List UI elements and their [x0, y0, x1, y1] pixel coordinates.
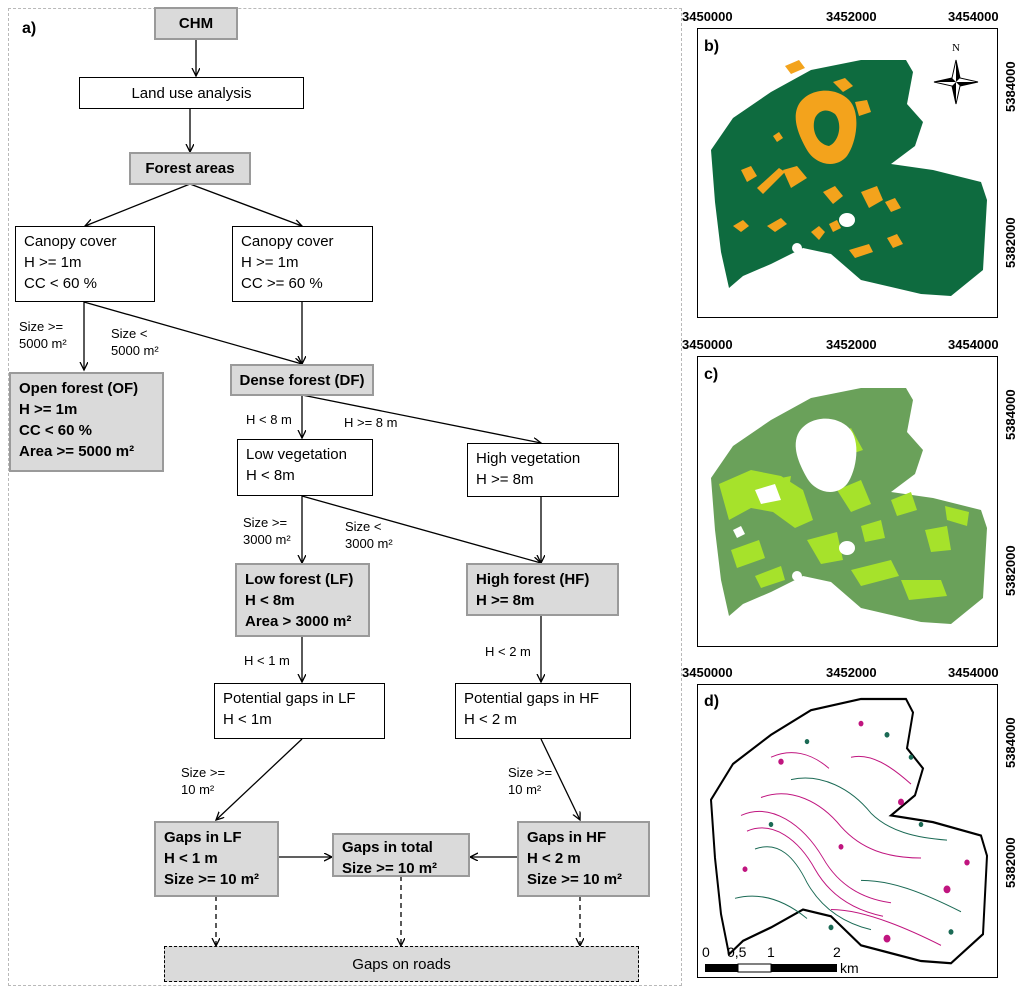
map-b-xtick-1: 3450000 — [682, 9, 733, 24]
north-letter: N — [952, 42, 960, 54]
box-dense-forest: Dense forest (DF) — [230, 364, 374, 396]
box-chm: CHM — [154, 7, 238, 40]
map-d-content — [709, 697, 989, 965]
label-size-ge-5000: Size >= 5000 m² — [19, 319, 67, 351]
arrow-lowveg-highforest — [301, 495, 541, 563]
scale-label-05: 0,5 — [727, 944, 747, 960]
label-h-lt-2: H < 2 m — [485, 644, 531, 659]
north-arrow-icon — [933, 59, 979, 105]
map-b-open-forest-patches — [733, 60, 903, 258]
map-d-outline — [709, 697, 989, 965]
map-d-xtick-1: 3450000 — [682, 665, 733, 680]
panel-a-letter: a) — [22, 20, 37, 37]
map-d-gap-spots — [742, 720, 970, 943]
map-b-content — [711, 60, 987, 296]
map-b-holes — [792, 213, 855, 253]
box-canopy-cover-low: Canopy cover H >= 1m CC < 60 % — [15, 226, 155, 302]
box-potential-gaps-hf: Potential gaps in HF H < 2 m — [455, 683, 631, 739]
arrow-dense-highveg — [301, 394, 541, 443]
box-gaps-lf: Gaps in LF H < 1 m Size >= 10 m² — [154, 821, 279, 897]
box-gaps-total: Gaps in total Size >= 10 m² — [332, 833, 470, 877]
arrow-potgaps-gapshf — [540, 738, 580, 820]
panel-d-letter: d) — [704, 693, 720, 710]
panel-a-frame — [8, 8, 682, 986]
box-low-vegetation: Low vegetation H < 8m — [237, 439, 373, 496]
label-h-lt-1: H < 1 m — [244, 653, 290, 668]
scale-label-0: 0 — [702, 944, 710, 960]
map-d-xtick-2: 3452000 — [826, 665, 877, 680]
map-b-xtick-2: 3452000 — [826, 9, 877, 24]
scale-unit: km — [840, 960, 859, 976]
map-b-xtick-3: 3454000 — [948, 9, 999, 24]
scale-label-1: 1 — [767, 944, 775, 960]
arrow-forest-canopy-right — [189, 183, 302, 226]
label-size-ge-10-right: Size >= 10 m² — [508, 765, 553, 797]
box-high-forest: High forest (HF) H >= 8m — [466, 563, 619, 616]
label-h-ge-8: H >= 8 m — [344, 415, 398, 430]
box-gaps-on-roads: Gaps on roads — [164, 946, 639, 982]
scale-label-2: 2 — [833, 944, 841, 960]
panel-b-letter: b) — [704, 38, 720, 55]
arrow-forest-canopy-left — [85, 183, 191, 226]
box-forest-areas: Forest areas — [129, 152, 251, 185]
label-size-ge-3000: Size >= 3000 m² — [243, 515, 291, 547]
label-size-ge-10-left: Size >= 10 m² — [181, 765, 226, 797]
box-high-vegetation: High vegetation H >= 8m — [467, 443, 619, 497]
label-size-lt-5000: Size < 5000 m² — [111, 326, 159, 358]
box-open-forest: Open forest (OF) H >= 1m CC < 60 % Area … — [9, 372, 164, 472]
panel-c-letter: c) — [704, 366, 719, 383]
arrow-potgaps-gapslf — [216, 738, 303, 820]
map-c-xtick-2: 3452000 — [826, 337, 877, 352]
box-low-forest: Low forest (LF) H < 8m Area > 3000 m² — [235, 563, 370, 637]
box-gaps-hf: Gaps in HF H < 2 m Size >= 10 m² — [517, 821, 650, 897]
map-d-xtick-3: 3454000 — [948, 665, 999, 680]
map-d-gap-lines — [734, 752, 962, 946]
label-size-lt-3000: Size < 3000 m² — [345, 519, 393, 551]
map-c-content — [711, 388, 987, 624]
box-land-use: Land use analysis — [79, 77, 304, 109]
arrow-canopy-denseforest-small — [83, 301, 302, 364]
map-c-xtick-3: 3454000 — [948, 337, 999, 352]
label-h-lt-8: H < 8 m — [246, 412, 292, 427]
box-canopy-cover-high: Canopy cover H >= 1m CC >= 60 % — [232, 226, 373, 302]
scale-bar — [705, 963, 837, 973]
box-potential-gaps-lf: Potential gaps in LF H < 1m — [214, 683, 385, 739]
map-c-holes — [733, 418, 857, 581]
map-c-xtick-1: 3450000 — [682, 337, 733, 352]
